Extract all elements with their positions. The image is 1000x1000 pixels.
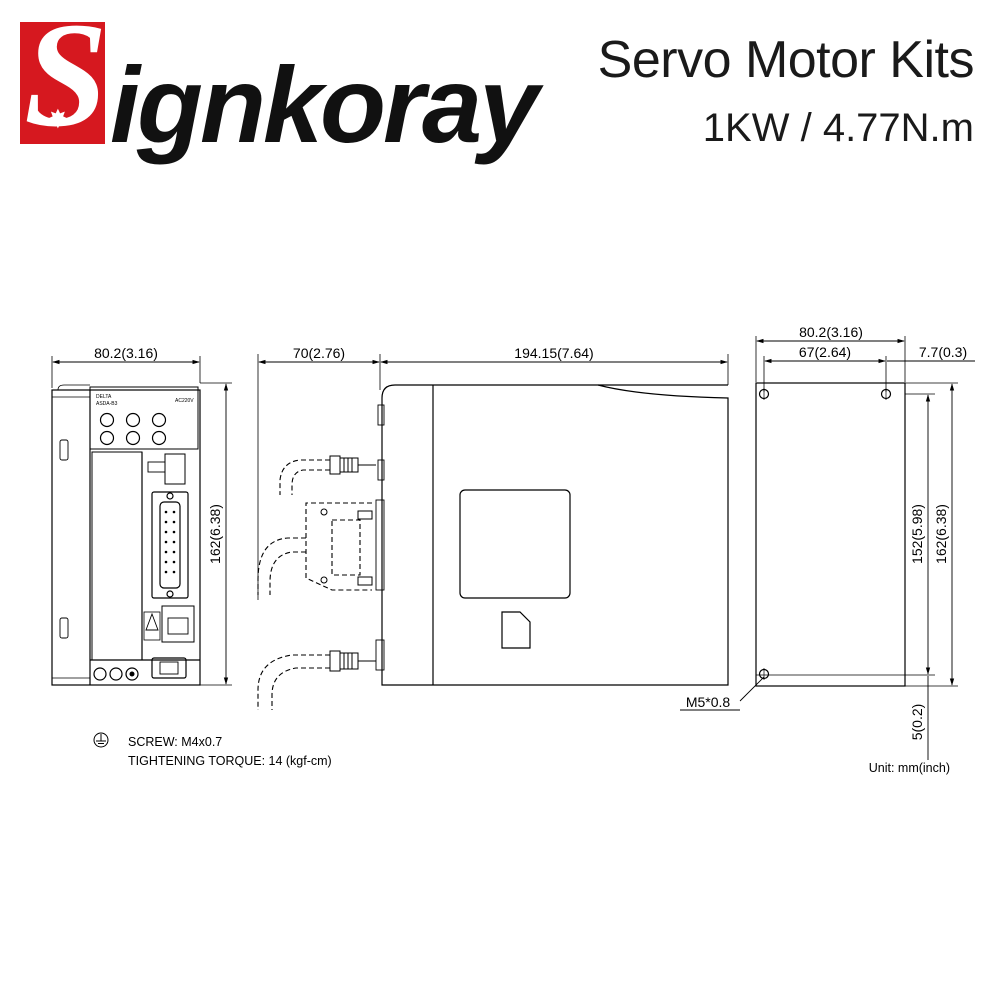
panel-brand: DELTA <box>96 394 112 400</box>
page-subtitle: 1KW / 4.77N.m <box>702 106 974 150</box>
side-view-cables <box>257 459 372 710</box>
screw-note: SCREW: M4x0.7 <box>128 735 222 749</box>
panel-button-icon <box>151 430 167 446</box>
brand-logo: S ✸ ignkoray <box>20 0 539 182</box>
hole-spacing-label: 67(2.64) <box>799 344 851 360</box>
logo-red-block <box>20 22 105 144</box>
rear-view <box>680 336 975 760</box>
front-view <box>51 356 232 686</box>
logo-initial: S <box>24 0 108 158</box>
front-height-label: 162(6.38) <box>207 504 223 564</box>
screw-size-label: M5*0.8 <box>686 694 731 710</box>
side-view <box>257 354 729 686</box>
depth-label: 194.15(7.64) <box>514 345 593 361</box>
ground-symbol-icon <box>93 732 109 748</box>
panel-button-icon <box>151 412 167 428</box>
panel-button-icon <box>125 430 141 446</box>
screw-leader <box>739 676 765 702</box>
edge-offset-label: 7.7(0.3) <box>919 344 967 360</box>
hole-pitch-label: 152(5.98) <box>909 504 925 564</box>
front-width-label: 80.2(3.16) <box>94 345 158 361</box>
panel-button-icon <box>99 412 115 428</box>
logo-wordmark: ignkoray <box>110 44 539 165</box>
panel-voltage: AC220V <box>175 398 194 404</box>
bottom-offset-label: 5(0.2) <box>909 704 925 741</box>
cn1-pins <box>164 510 176 574</box>
rear-width-label: 80.2(3.16) <box>799 324 863 340</box>
unit-note: Unit: mm(inch) <box>869 761 950 775</box>
panel-button-icon <box>125 412 141 428</box>
torque-note: TIGHTENING TORQUE: 14 (kgf-cm) <box>128 754 332 768</box>
side-view-plugs <box>320 455 376 672</box>
panel-button-icon <box>99 430 115 446</box>
panel-model: ASDA-B3 <box>96 401 118 407</box>
logo-sparkle-icon: ✸ <box>47 104 69 134</box>
connector-depth-label: 70(2.76) <box>293 345 345 361</box>
page-title: Servo Motor Kits <box>597 31 975 89</box>
rear-height-label: 162(6.38) <box>933 504 949 564</box>
